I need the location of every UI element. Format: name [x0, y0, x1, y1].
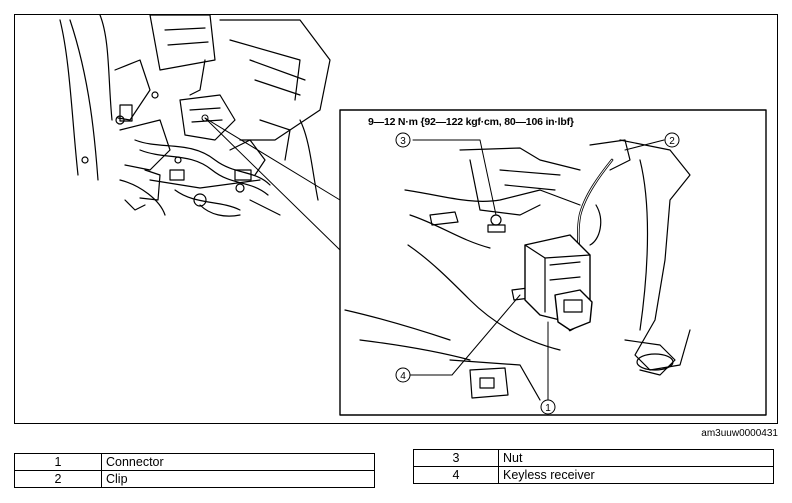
illustration-frame — [14, 14, 778, 424]
table-row: 4 Keyless receiver — [413, 466, 774, 484]
overview-illustration — [59, 14, 341, 251]
torque-spec: 9—12 N·m {92—122 kgf·cm, 80—106 in·lbf} — [368, 116, 574, 128]
legend-name: Keyless receiver — [498, 466, 774, 484]
legend-number: 3 — [413, 449, 499, 467]
legend-name: Clip — [101, 470, 375, 488]
callout-3: 3 — [400, 136, 406, 147]
legend-number: 4 — [413, 466, 499, 484]
legend-number: 2 — [14, 470, 102, 488]
legend-name: Nut — [498, 449, 774, 467]
legend-name: Connector — [101, 453, 375, 471]
figure-code: am3uuw0000431 — [701, 428, 778, 439]
table-row: 1 Connector — [14, 453, 375, 471]
table-row: 3 Nut — [413, 449, 774, 467]
detail-view — [339, 109, 767, 416]
legend-number: 1 — [14, 453, 102, 471]
callout-2: 2 — [669, 136, 675, 147]
callout-4: 4 — [400, 371, 406, 382]
table-row: 2 Clip — [14, 470, 375, 488]
callout-1: 1 — [545, 403, 551, 414]
legend-table-left: 1 Connector 2 Clip — [14, 453, 375, 488]
legend-table-right: 3 Nut 4 Keyless receiver — [413, 449, 774, 484]
